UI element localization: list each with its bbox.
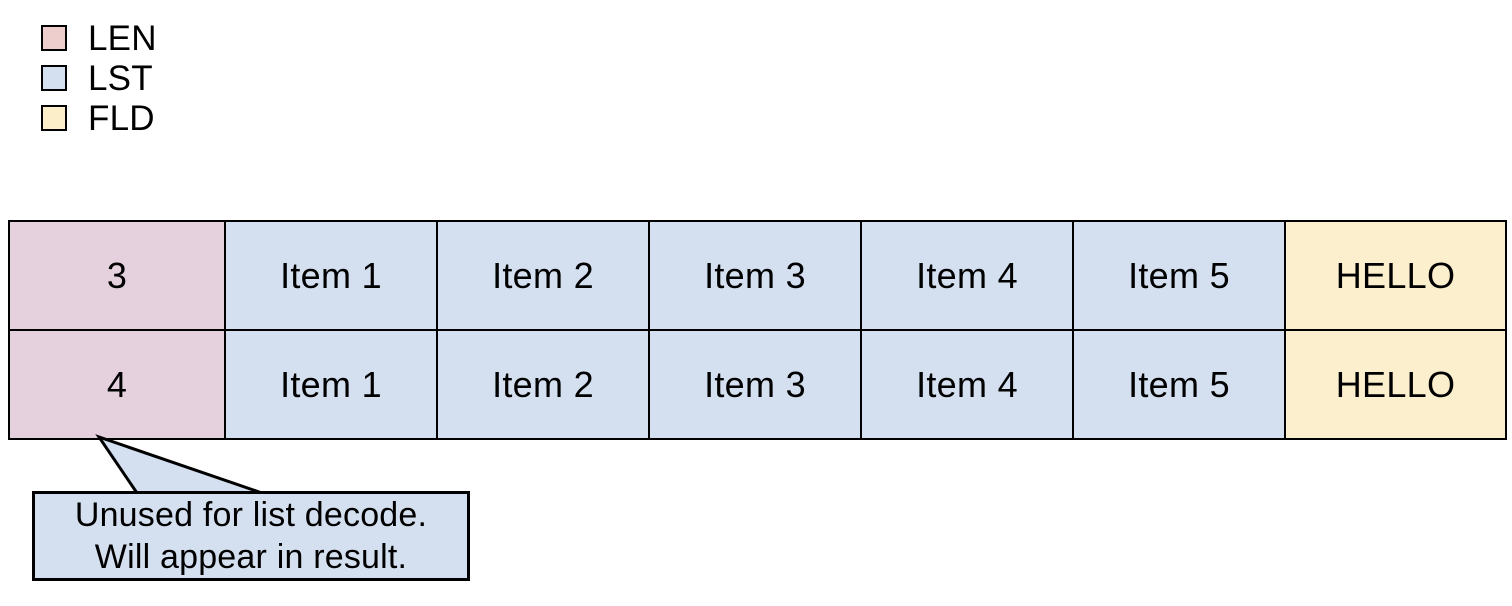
packet-layout-table: 3 Item 1 Item 2 Item 3 Item 4 Item 5 HEL…: [8, 220, 1507, 440]
legend-swatch-len-icon: [41, 25, 67, 51]
legend-swatch-fld-icon: [41, 105, 67, 131]
cell-item5-row2: Item 5: [1072, 329, 1286, 440]
legend-swatch-lst-icon: [41, 65, 67, 91]
cell-item4-row1: Item 4: [860, 220, 1074, 331]
cell-item2-row1: Item 2: [436, 220, 650, 331]
cell-item4-row2: Item 4: [860, 329, 1074, 440]
cell-item5-row1: Item 5: [1072, 220, 1286, 331]
legend-label-len: LEN: [88, 18, 157, 58]
cell-item2-row2: Item 2: [436, 329, 650, 440]
callout-box: Unused for list decode. Will appear in r…: [32, 491, 470, 581]
cell-fld-row1: HELLO: [1284, 220, 1507, 331]
cell-item1-row2: Item 1: [224, 329, 438, 440]
legend-label-fld: FLD: [88, 98, 155, 138]
legend: LEN LST FLD: [41, 18, 157, 138]
legend-item-lst: LST: [41, 58, 157, 98]
table-row: 3 Item 1 Item 2 Item 3 Item 4 Item 5 HEL…: [8, 220, 1507, 331]
callout-tail-shape: [95, 434, 263, 495]
cell-len-row1: 3: [8, 220, 226, 331]
callout-line-1: Unused for list decode.: [74, 496, 428, 534]
callout-line-2: Will appear in result.: [94, 538, 408, 576]
cell-len-row2: 4: [8, 329, 226, 440]
legend-item-len: LEN: [41, 18, 157, 58]
cell-fld-row2: HELLO: [1284, 329, 1507, 440]
cell-item3-row1: Item 3: [648, 220, 862, 331]
legend-label-lst: LST: [88, 58, 153, 98]
legend-item-fld: FLD: [41, 98, 157, 138]
cell-item3-row2: Item 3: [648, 329, 862, 440]
table-row: 4 Item 1 Item 2 Item 3 Item 4 Item 5 HEL…: [8, 329, 1507, 440]
cell-item1-row1: Item 1: [224, 220, 438, 331]
